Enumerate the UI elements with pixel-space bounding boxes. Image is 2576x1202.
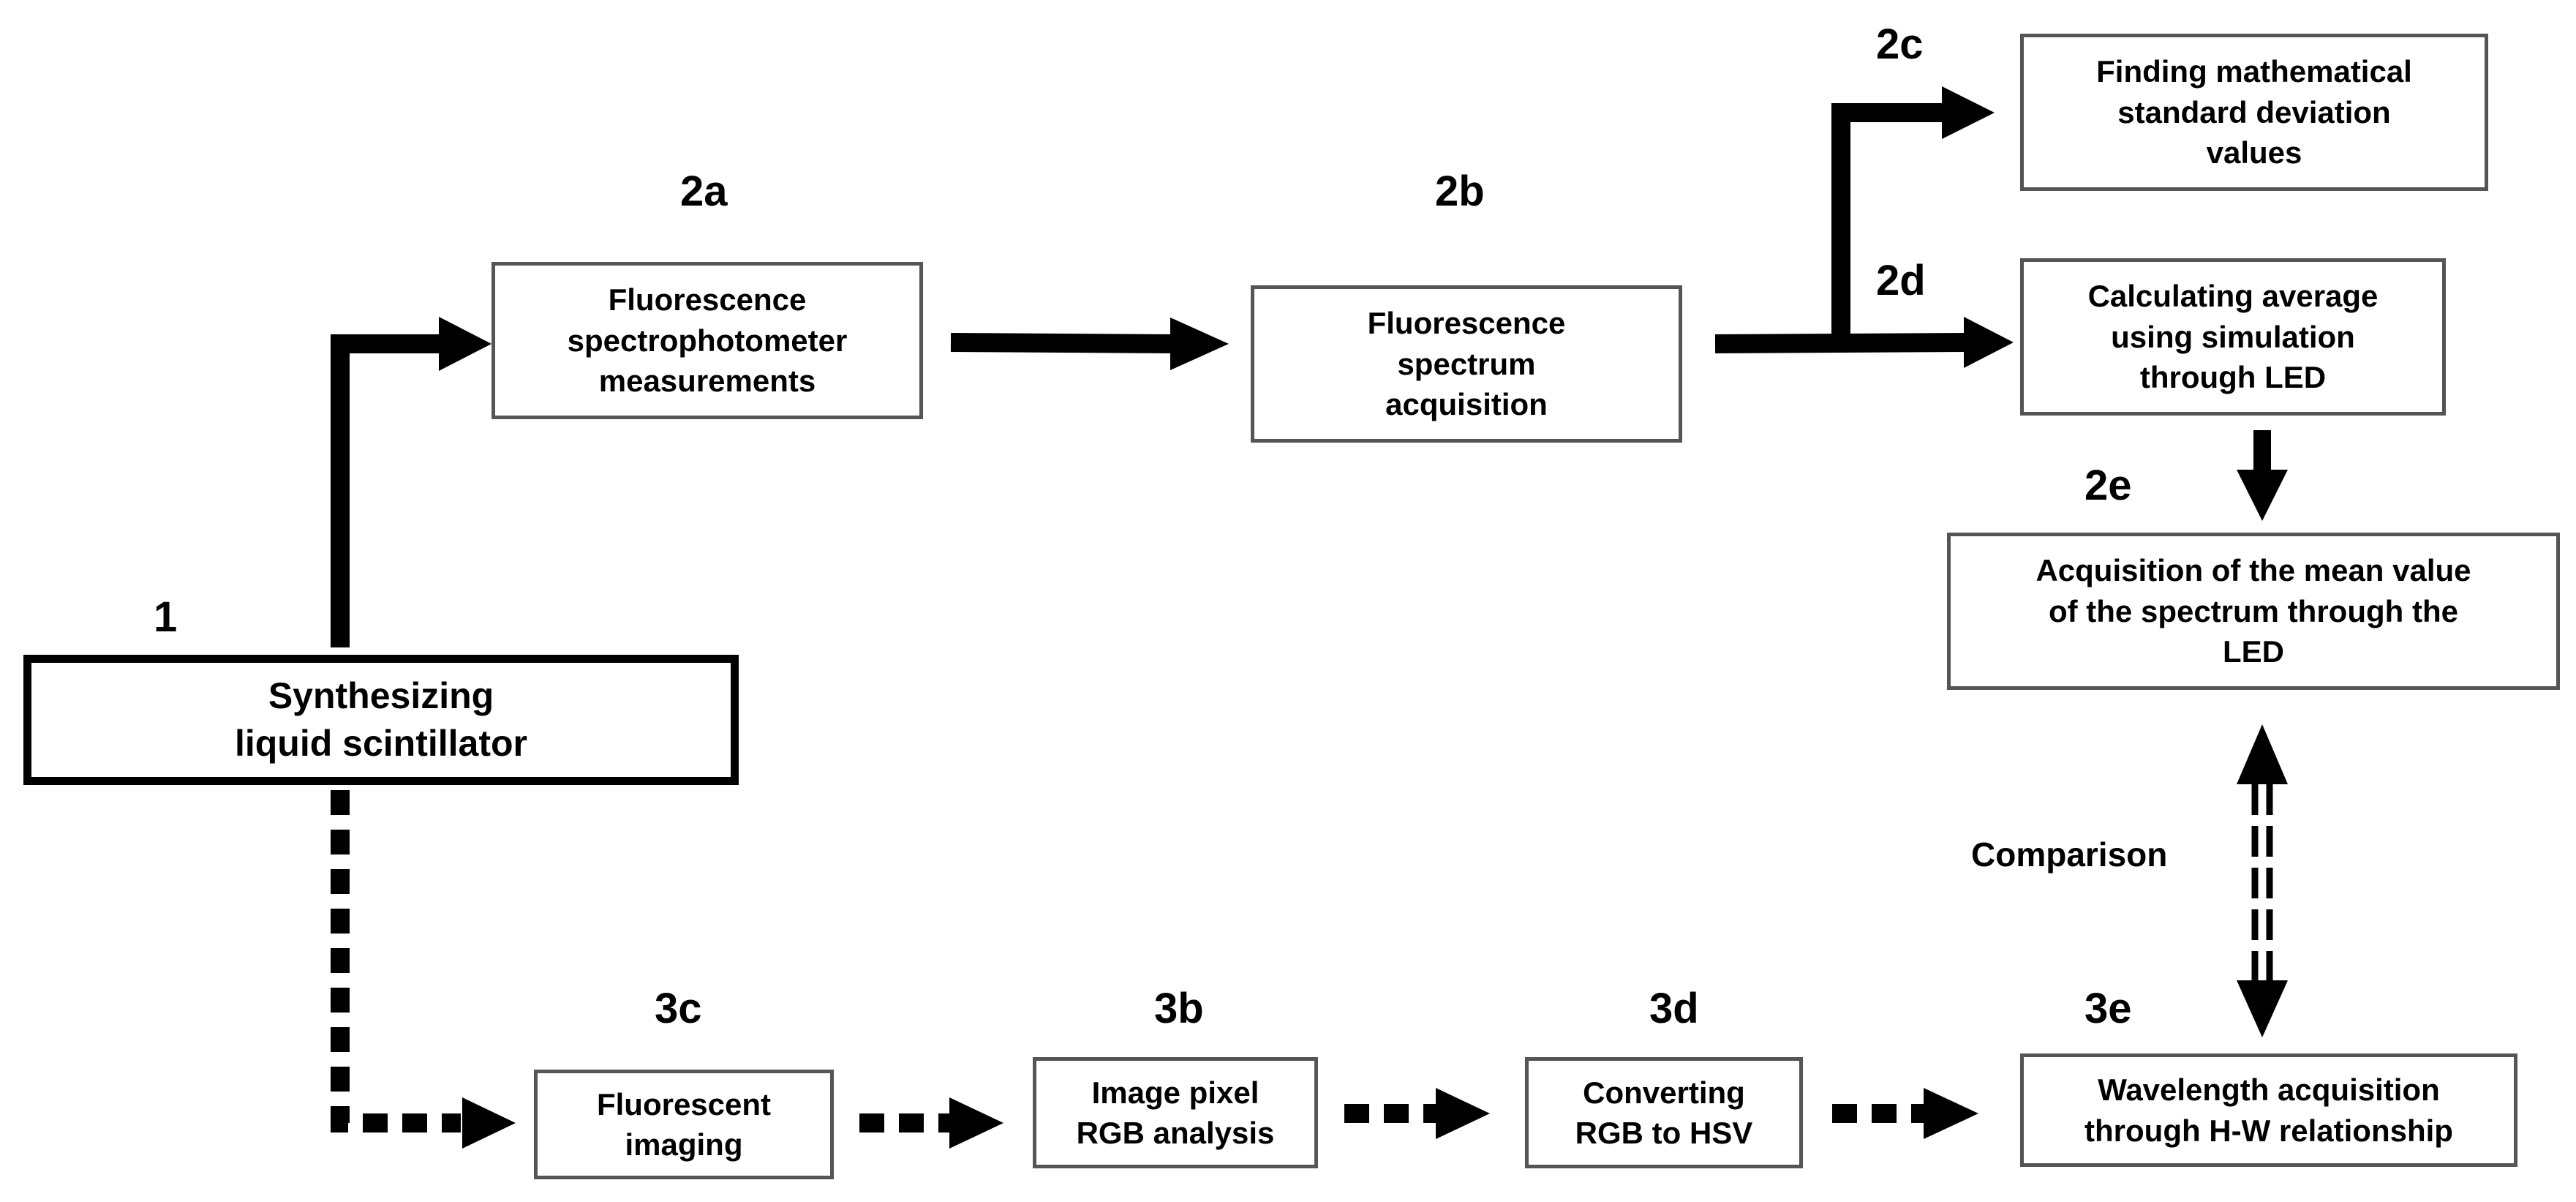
node-text-3b: Image pixel RGB analysis — [1076, 1075, 1275, 1150]
node-text-2a: Fluorescence spectrophotometer measureme… — [567, 282, 848, 399]
arrowhead-down-3e — [2237, 980, 2288, 1037]
arrowhead-3e — [1924, 1088, 1978, 1139]
node-text-3d: Converting RGB to HSV — [1575, 1075, 1753, 1150]
node-1: Synthesizing liquid scintillator — [23, 655, 739, 785]
node-3b: Image pixel RGB analysis — [1033, 1057, 1318, 1168]
arrowhead-3d — [1436, 1088, 1490, 1139]
edge-1-to-3c — [331, 790, 461, 1132]
edge-label-comparison: Comparison — [1971, 835, 2168, 874]
node-text-3c: Fluorescent imaging — [596, 1086, 772, 1162]
arrowhead-2a — [439, 317, 492, 371]
node-label-2b: 2b — [1435, 168, 1485, 215]
node-3d: Converting RGB to HSV — [1525, 1057, 1803, 1168]
edge-3e-2e-comparison — [2237, 724, 2288, 1037]
node-label-2d: 2d — [1876, 257, 1926, 304]
node-label-3e: 3e — [2084, 985, 2132, 1032]
node-text-2e: Acquisition of the mean value of the spe… — [2035, 553, 2471, 669]
node-label-2e: 2e — [2084, 462, 2132, 509]
edge-1-to-2a — [331, 334, 442, 647]
node-2c: Finding mathematical standard deviation … — [2020, 34, 2488, 191]
node-2e: Acquisition of the mean value of the spe… — [1947, 533, 2560, 690]
node-label-3b: 3b — [1154, 985, 1204, 1032]
node-3e: Wavelength acquisition through H-W relat… — [2020, 1053, 2517, 1167]
arrowhead-2d — [1964, 317, 2014, 368]
node-2b: Fluorescence spectrum acquisition — [1251, 285, 1682, 443]
edge-2b-to-2c — [1831, 103, 1946, 344]
arrowhead-3b — [949, 1097, 1003, 1149]
arrowhead-2e — [2237, 470, 2288, 521]
arrowhead-2b — [1170, 318, 1229, 370]
arrowhead-3c — [462, 1097, 516, 1149]
arrowhead-2c — [1942, 86, 1995, 139]
arrowhead-up-2e — [2237, 724, 2288, 784]
edge-2a-to-2b — [950, 333, 1175, 353]
node-label-2a: 2a — [680, 168, 728, 215]
node-label-2c: 2c — [1876, 20, 1924, 68]
node-3c: Fluorescent imaging — [534, 1070, 834, 1179]
node-text-2d: Calculating average using simulation thr… — [2087, 279, 2379, 395]
node-text-2b: Fluorescence spectrum acquisition — [1367, 306, 1566, 422]
node-2a: Fluorescence spectrophotometer measureme… — [492, 262, 923, 419]
node-2d: Calculating average using simulation thr… — [2020, 258, 2446, 416]
node-text-2c: Finding mathematical standard deviation … — [2096, 54, 2412, 170]
node-label-1: 1 — [154, 593, 178, 641]
node-text-1: Synthesizing liquid scintillator — [234, 675, 528, 764]
node-text-3e: Wavelength acquisition through H-W relat… — [2084, 1073, 2453, 1148]
node-label-3c: 3c — [655, 985, 702, 1032]
node-label-3d: 3d — [1649, 985, 1699, 1032]
